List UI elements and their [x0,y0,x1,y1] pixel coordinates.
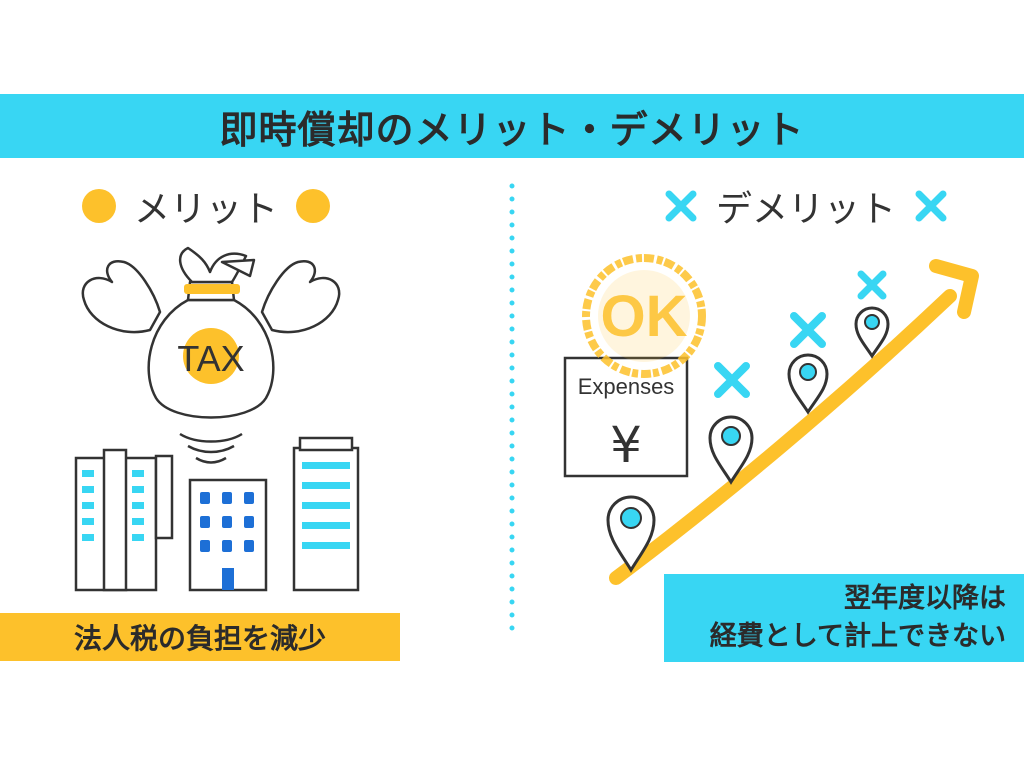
merit-heading: メリット [82,182,331,230]
location-pin-icon [854,306,890,359]
title-banner: 即時償却のメリット・デメリット [0,94,1024,158]
cross-icon [915,190,947,222]
currency-symbol: ¥ [610,416,642,474]
building-icon [292,436,360,592]
rising-arrow-icon [609,259,979,585]
demerit-caption-box: 翌年度以降は 経費として計上できない [664,574,1024,662]
dotted-divider [509,183,515,641]
document-label: Expenses [578,374,675,399]
yellow-dot-icon [296,189,331,223]
bag-label: TAX [177,338,244,379]
document-icon [563,356,689,478]
ok-stamp-icon [582,254,706,378]
ok-stamp-text: OK [601,284,688,349]
building-icon [74,448,174,592]
demerit-caption-line1: 翌年度以降は [844,583,1006,614]
cross-icon [714,362,750,398]
cross-icon [857,270,887,300]
page-title: 即時償却のメリット・デメリット [219,107,805,152]
merit-caption-box: 法人税の負担を減少 [0,613,400,661]
demerit-caption-line2: 経費として計上できない [709,621,1006,652]
location-pin-icon [787,353,829,415]
yellow-dot-icon [82,189,116,223]
merit-heading-text: メリット [134,189,279,230]
cross-icon [665,190,697,222]
winged-money-bag-icon [81,246,341,464]
demerit-heading-text: デメリット [716,189,897,230]
location-pin-icon [606,495,656,573]
demerit-heading: デメリット [664,182,948,230]
merit-caption: 法人税の負担を減少 [73,622,326,655]
location-pin-icon [708,415,754,485]
building-icon [188,478,268,592]
cross-icon [790,312,826,348]
